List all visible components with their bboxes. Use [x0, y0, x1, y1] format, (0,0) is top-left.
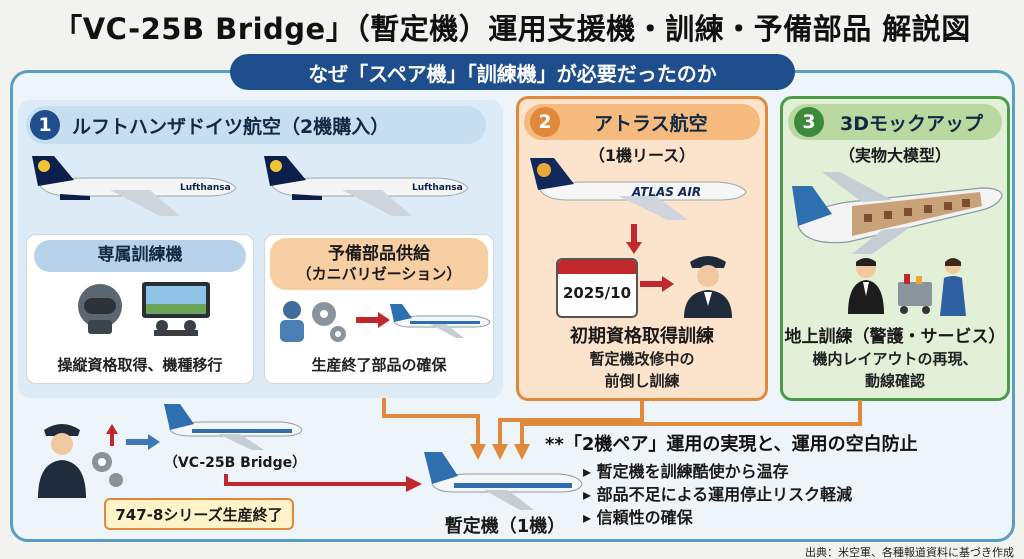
result-bullet: ▸ 信頼性の確保 — [583, 508, 693, 527]
pilot-helmet-icon — [78, 284, 122, 334]
connector-atlas — [498, 400, 644, 446]
atlas-caption-1: 初期資格取得訓練 — [570, 326, 714, 347]
bullet-triangle-icon: ▸ — [583, 485, 597, 504]
parts-title: 予備部品供給 — [328, 244, 430, 264]
mockup-caption-1: 地上訓練（警護・サービス） — [784, 327, 1006, 347]
livery-text: ATLAS AIR — [631, 185, 701, 199]
atlas-caption-3: 前倒し訓練 — [604, 372, 680, 390]
arrow-right-icon — [640, 276, 674, 292]
atlas-plane-icon: ATLAS AIR — [530, 158, 747, 220]
result-headline: **「2機ペア」運用の実現と、運用の空白防止 — [545, 434, 918, 455]
calendar-date: 2025/10 — [562, 284, 632, 302]
source-credit: 出典：米空軍、各種報道資料に基づき作成 — [805, 546, 1014, 559]
section-header-mockup: 3 3Dモックアップ — [788, 104, 1002, 140]
section-number-3: 3 — [794, 107, 824, 137]
arrow-right-icon — [126, 434, 160, 450]
mockup-caption-3: 動線確認 — [864, 372, 925, 390]
mechanic-gears-icon — [280, 301, 346, 342]
section-number-1: 1 — [30, 110, 60, 140]
training-caption: 操縦資格取得、機種移行 — [57, 356, 223, 374]
result-box: **「2機ペア」運用の実現と、運用の空白防止 ▸ 暫定機を訓練酷使から温存 ▸ … — [545, 430, 1005, 540]
security-agent-icon — [848, 258, 884, 314]
parts-caption: 生産終了部品の確保 — [311, 356, 447, 374]
section-title-atlas: アトラス航空 — [594, 112, 708, 135]
parts-title-sub: （カニバリゼーション） — [296, 265, 462, 284]
lufthansa-plane-icon-1: Lufthansa — [32, 156, 237, 216]
calendar-icon: 2025/10 — [556, 258, 638, 318]
pilot-gears-icon — [38, 424, 123, 498]
connector-parts — [382, 398, 480, 446]
section-title-mockup: 3Dモックアップ — [840, 112, 983, 135]
section-header-atlas: 2 アトラス航空 — [524, 104, 760, 140]
bullet-triangle-icon: ▸ — [583, 462, 597, 481]
mockup-cutaway-plane-icon — [792, 172, 1003, 254]
question-banner: なぜ「スペア機」「訓練機」が必要だったのか — [230, 54, 795, 90]
panel-mockup — [780, 96, 1010, 401]
page-title: 「VC-25B Bridge」（暫定機）運用支援機・訓練・予備部品 解説図 — [53, 12, 971, 46]
section-number-2: 2 — [530, 107, 560, 137]
panel-atlas — [516, 96, 768, 401]
atlas-caption-2: 暫定機改修中の — [589, 350, 695, 368]
calendar-header — [558, 260, 636, 274]
mockup-caption-2: 機内レイアウトの再現、 — [812, 350, 978, 368]
mockup-sub: （実物大模型） — [838, 146, 951, 165]
flight-simulator-icon — [142, 282, 210, 336]
interim-label: 暫定機（1機） — [444, 516, 566, 537]
interim-plane-icon — [424, 452, 583, 510]
training-title: 専属訓練機 — [34, 240, 246, 272]
parts-title-box: 予備部品供給 （カニバリゼーション） — [270, 238, 488, 290]
section-header-lufthansa: 1 ルフトハンザドイツ航空（2機購入） — [26, 106, 486, 144]
livery-text: Lufthansa — [180, 183, 231, 193]
result-bullet: ▸ 部品不足による運用停止リスク軽減 — [583, 485, 853, 504]
vc25b-bridge-plane-icon — [164, 404, 303, 450]
connector-mockup — [520, 400, 862, 446]
connector-bridge — [224, 474, 410, 486]
arrow-down-icon — [626, 224, 642, 254]
section-title-lufthansa: ルフトハンザドイツ航空（2機購入） — [72, 115, 390, 138]
production-end-flag: 747-8シリーズ生産終了 — [104, 498, 294, 530]
result-bullet: ▸ 暫定機を訓練酷使から温存 — [583, 462, 789, 481]
service-cart-icon — [898, 274, 932, 314]
air-force-one-icon — [390, 304, 491, 338]
lufthansa-plane-icon-2: Lufthansa — [264, 156, 469, 216]
pilot-icon — [684, 256, 732, 318]
arrow-right-icon — [356, 312, 390, 328]
bullet-triangle-icon: ▸ — [583, 508, 597, 527]
flight-attendant-icon — [940, 258, 966, 316]
result-bullet-list: ▸ 暫定機を訓練酷使から温存 ▸ 部品不足による運用停止リスク軽減 ▸ 信頼性の… — [545, 460, 1005, 529]
bridge-label: （VC-25B Bridge） — [163, 455, 307, 471]
livery-text: Lufthansa — [412, 183, 463, 193]
atlas-sub: （1機リース） — [588, 146, 696, 165]
